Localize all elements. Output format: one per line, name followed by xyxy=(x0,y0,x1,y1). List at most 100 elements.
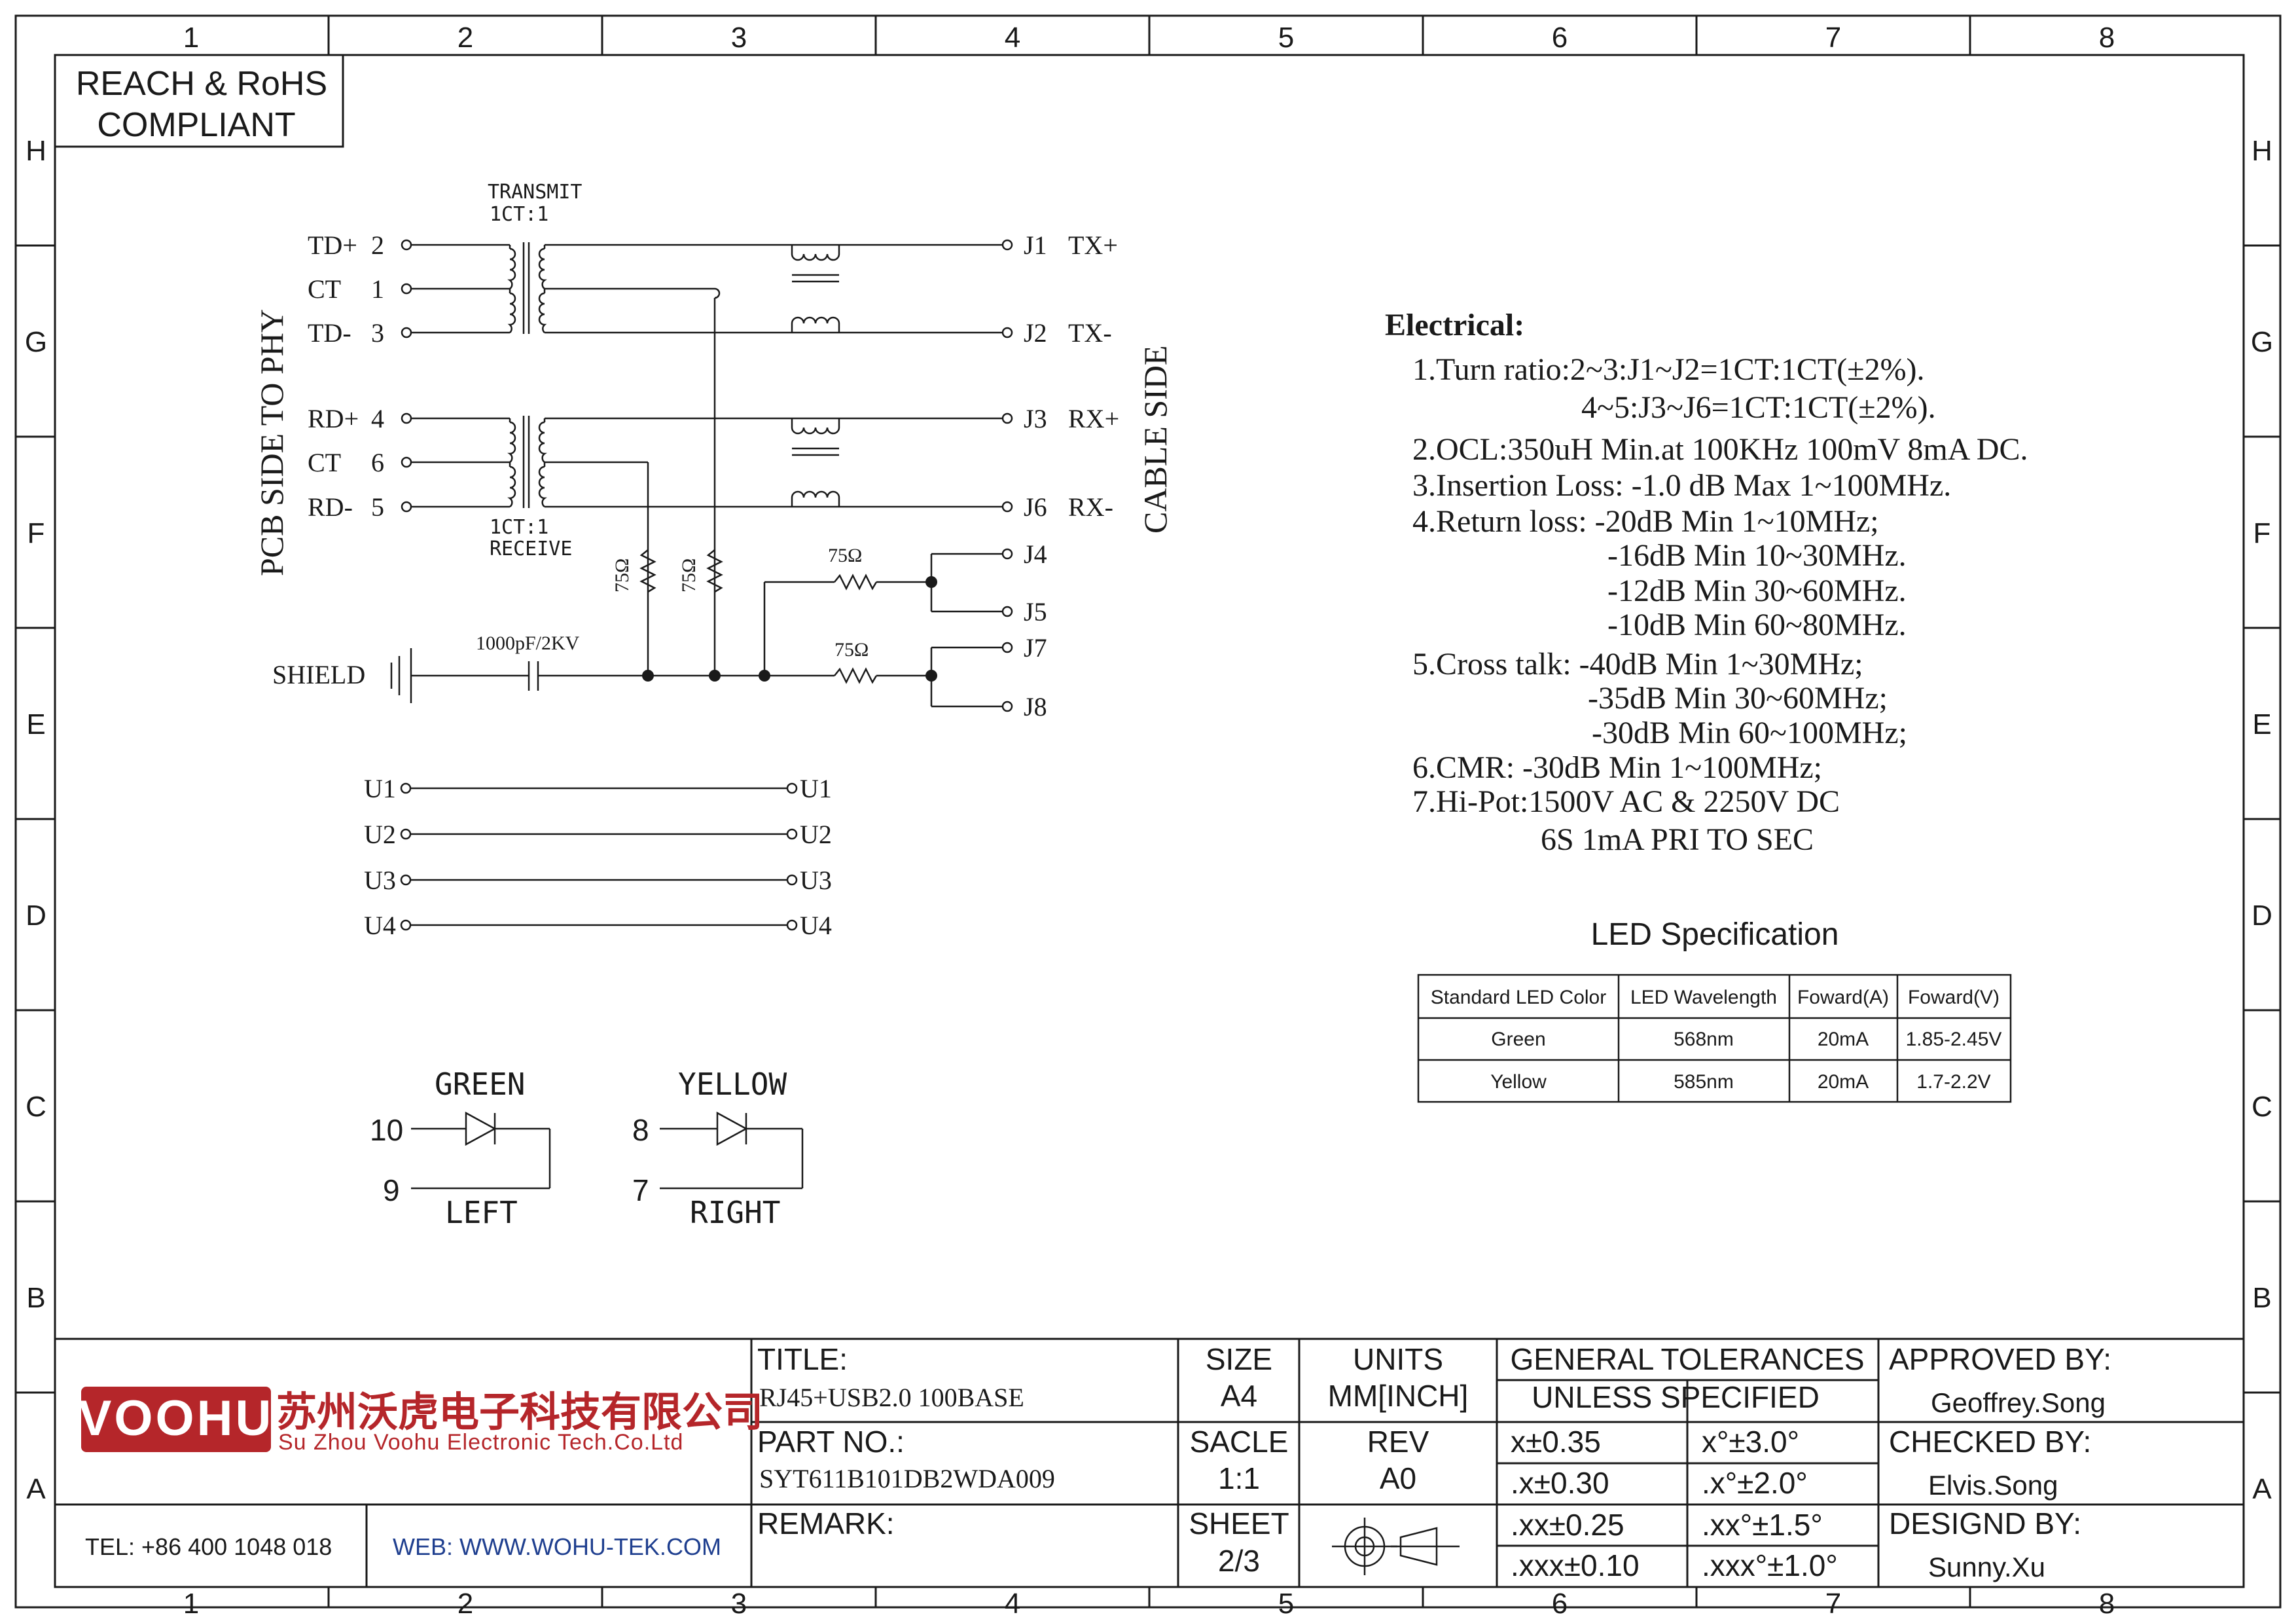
led-cell: Yellow xyxy=(1490,1071,1547,1093)
size-value: A4 xyxy=(1221,1379,1257,1413)
sheet-label: SHEET xyxy=(1189,1506,1289,1541)
led-cell: 1.7-2.2V xyxy=(1916,1071,1990,1093)
electrical-line-14: 6S 1mA PRI TO SEC xyxy=(1541,822,1814,857)
col-label-5: 5 xyxy=(1278,22,1294,54)
title-block: VOOHU 苏州沃虎电子科技有限公司 Su Zhou Voohu Electro… xyxy=(55,1338,2244,1587)
row-label-e-right: E xyxy=(2252,708,2271,740)
logo-text: VOOHU xyxy=(79,1391,274,1446)
led-header-forward-a: Foward(A) xyxy=(1797,987,1889,1008)
led-spec-table: LED Specification Standard LED Color LED… xyxy=(1417,917,2012,1103)
receive-ratio: 1CT:1 xyxy=(490,516,548,539)
pcb-side-label: PCB SIDE TO PHY xyxy=(253,309,290,576)
units-value: MM[INCH] xyxy=(1328,1379,1469,1413)
row-label-c-right: C xyxy=(2251,1091,2272,1123)
led-header-color: Standard LED Color xyxy=(1431,987,1606,1008)
pin-num-j4: J4 xyxy=(1024,539,1047,569)
junction-dots xyxy=(642,576,937,682)
row-label-e: E xyxy=(26,708,45,740)
pin-num-5: 5 xyxy=(371,492,384,522)
led-spec-title: LED Specification xyxy=(1591,917,1839,952)
row-label-f: F xyxy=(27,517,45,549)
col-label-1: 1 xyxy=(183,22,199,54)
led-header-forward-v: Foward(V) xyxy=(1908,987,2000,1008)
pin-num-j7: J7 xyxy=(1024,633,1047,663)
row-label-a: A xyxy=(26,1473,46,1505)
led-pin-7: 7 xyxy=(632,1173,649,1207)
approved-by-label: APPROVED BY: xyxy=(1889,1342,2111,1376)
electrical-line-13: 7.Hi-Pot:1500V AC & 2250V DC xyxy=(1412,784,1840,819)
electrical-line-11: -30dB Min 60~100MHz; xyxy=(1592,716,1907,750)
pin-name-rd-plus: RD+ xyxy=(308,404,359,433)
website: WEB: WWW.WOHU-TEK.COM xyxy=(393,1533,721,1560)
projection-symbol-icon xyxy=(1332,1518,1460,1575)
pin-name-td-plus: TD+ xyxy=(308,230,357,260)
tolerance-linear-4: .xxx±0.10 xyxy=(1511,1548,1640,1582)
electrical-line-6: -16dB Min 10~30MHz. xyxy=(1607,538,1907,573)
led-pin-8: 8 xyxy=(632,1113,649,1147)
usb-right-u4: U4 xyxy=(800,911,832,940)
pin-num-j2: J2 xyxy=(1024,318,1047,348)
pin-name-tx-minus: TX- xyxy=(1068,318,1112,348)
receive-label: RECEIVE xyxy=(490,538,572,560)
electrical-line-8: -10dB Min 60~80MHz. xyxy=(1607,608,1907,642)
lan-schematic: PCB SIDE TO PHY CABLE SIDE TRANSMIT 1CT:… xyxy=(253,181,1174,1230)
row-label-f-right: F xyxy=(2253,517,2271,549)
pin-name-td-minus: TD- xyxy=(308,318,351,348)
tolerance-linear-3: .xx±0.25 xyxy=(1511,1508,1624,1542)
tolerances-title-1: GENERAL TOLERANCES xyxy=(1510,1342,1864,1376)
col-label-4: 4 xyxy=(1005,22,1020,54)
pin-num-j3: J3 xyxy=(1024,404,1047,433)
pin-num-2: 2 xyxy=(371,230,384,260)
resistor-label-1: 75Ω xyxy=(611,558,633,593)
electrical-line-5: 4.Return loss: -20dB Min 1~10MHz; xyxy=(1412,504,1879,539)
col-label-3: 3 xyxy=(731,22,747,54)
telephone: TEL: +86 400 1048 018 xyxy=(85,1533,332,1560)
col-label-3-bottom: 3 xyxy=(731,1588,747,1620)
pin-num-1: 1 xyxy=(371,274,384,304)
resistor-label-3: 75Ω xyxy=(828,545,862,566)
usb-left-u2: U2 xyxy=(364,820,396,849)
transmit-ratio: 1CT:1 xyxy=(490,203,548,226)
led-header-wavelength: LED Wavelength xyxy=(1630,987,1777,1008)
usb-left-u3: U3 xyxy=(364,866,396,895)
compliance-box xyxy=(54,54,344,148)
row-label-a-right: A xyxy=(2252,1473,2272,1505)
pin-name-ct-rx: CT xyxy=(308,448,341,477)
pin-num-j5: J5 xyxy=(1024,597,1047,627)
row-label-d: D xyxy=(26,900,46,932)
pin-num-j6: J6 xyxy=(1024,492,1047,522)
transmit-transformer xyxy=(411,242,1002,674)
scale-value: 1:1 xyxy=(1218,1461,1260,1495)
shield-label: SHIELD xyxy=(272,660,365,689)
scale-label: SACLE xyxy=(1190,1425,1289,1459)
tolerance-angle-4: .xxx°±1.0° xyxy=(1702,1548,1838,1582)
pin-num-j1: J1 xyxy=(1024,230,1047,260)
led-cell: Green xyxy=(1491,1029,1545,1050)
transmit-label: TRANSMIT xyxy=(488,181,583,204)
led-yellow-label: YELLOW xyxy=(678,1067,787,1102)
electrical-line-2: 4~5:J3~J6=1CT:1CT(±2%). xyxy=(1581,390,1936,425)
col-label-2-bottom: 2 xyxy=(457,1588,473,1620)
row-label-h-right: H xyxy=(2251,135,2272,167)
electrical-line-1: 1.Turn ratio:2~3:J1~J2=1CT:1CT(±2%). xyxy=(1412,352,1925,387)
row-label-c: C xyxy=(26,1091,46,1123)
tolerance-angle-3: .xx°±1.5° xyxy=(1702,1508,1823,1542)
zone-labels: 1 2 3 4 5 6 7 8 1 2 3 4 5 6 7 8 H G F E … xyxy=(25,22,2273,1620)
usb-right-u1: U1 xyxy=(800,774,832,803)
rev-label: REV xyxy=(1367,1425,1429,1459)
pin-num-3: 3 xyxy=(371,318,384,348)
electrical-line-7: -12dB Min 30~60MHz. xyxy=(1607,574,1907,608)
capacitor-label: 1000pF/2KV xyxy=(476,632,580,654)
resistor-label-2: 75Ω xyxy=(678,558,700,593)
led-cell: 20mA xyxy=(1818,1029,1869,1050)
compliance-line-1: REACH & RoHS xyxy=(76,65,327,103)
remark-label: REMARK: xyxy=(757,1506,895,1541)
part-no-value: SYT611B101DB2WDA009 xyxy=(759,1464,1055,1493)
tolerance-linear-2: .x±0.30 xyxy=(1511,1466,1609,1500)
led-pin-9: 9 xyxy=(383,1173,400,1207)
row-label-b: B xyxy=(26,1282,45,1314)
tolerance-linear-1: x±0.35 xyxy=(1511,1425,1601,1459)
pin-name-rx-minus: RX- xyxy=(1068,492,1113,522)
pin-name-tx-plus: TX+ xyxy=(1068,230,1118,260)
